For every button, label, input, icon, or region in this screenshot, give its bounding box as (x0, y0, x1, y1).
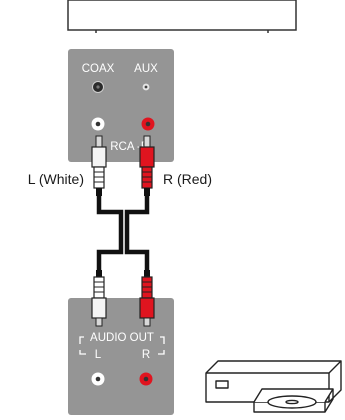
soundbar-icon (67, 0, 297, 33)
rca-plug-white-lower-icon (91, 270, 107, 327)
left-white-label: L (White) (28, 171, 84, 187)
aux-label: AUX (134, 63, 158, 75)
rca-jack-white-icon (91, 117, 105, 131)
out-jack-white-icon (91, 372, 105, 386)
rca-jack-red-icon (141, 117, 155, 131)
rca-plug-red-icon (139, 135, 155, 196)
rca-cable (96, 195, 150, 272)
audio-out-left-label: L (95, 349, 102, 361)
audio-out-title: AUDIO OUT (90, 332, 154, 344)
rca-plug-red-lower-icon (139, 270, 155, 327)
audio-out-bracket (79, 336, 165, 355)
out-jack-red-icon (139, 372, 153, 386)
cd-player-icon (205, 360, 342, 413)
aux-jack-icon (142, 83, 150, 91)
rca-plug-white-icon (91, 135, 107, 196)
rca-label: L- RCA -R (97, 141, 149, 153)
right-red-label: R (Red) (163, 171, 212, 187)
coax-label: COAX (82, 63, 115, 75)
coax-jack-icon (92, 81, 104, 93)
audio-out-right-label: R (142, 349, 150, 361)
input-panel: COAX AUX L- RCA -R (68, 49, 174, 162)
output-panel (68, 298, 174, 415)
